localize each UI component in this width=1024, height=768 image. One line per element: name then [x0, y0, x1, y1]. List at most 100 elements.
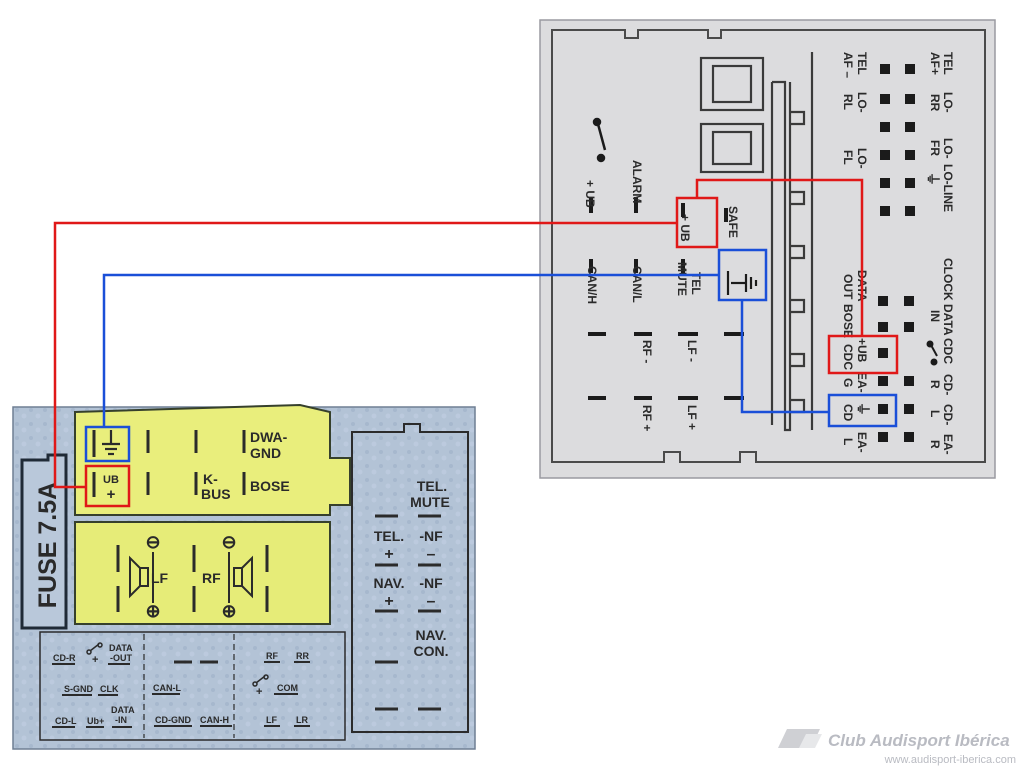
ub-label: + UB — [583, 180, 597, 208]
cd-ground-label-2: CD — [841, 404, 855, 422]
k-label: K- — [203, 471, 218, 487]
ea-r-label-1: EA- — [941, 434, 955, 455]
positive-wire-right — [695, 178, 864, 336]
lo-fl-label-2: FL — [841, 150, 855, 165]
ea-l-label-1: EA- — [855, 432, 869, 453]
tel-mute-label-1: TEL — [689, 272, 703, 295]
ground-icon — [102, 430, 120, 456]
cdc-label: CDC — [941, 338, 955, 364]
data-out-label-1: DATA — [109, 643, 133, 653]
cd-l-label-2: L — [928, 410, 942, 417]
data-in-label-1: DATA — [941, 304, 955, 336]
lf-plus-label: LF + — [685, 405, 699, 430]
speaker-block-pins — [116, 545, 269, 612]
watermark: Club Audisport Ibérica www.audisport-ibe… — [778, 729, 1016, 766]
switch-icon — [86, 642, 269, 687]
left-ground-highlight-box — [84, 425, 131, 463]
nf2-minus: – — [427, 593, 436, 610]
ea-l-label-2: L — [841, 438, 855, 445]
bottom-pin-block — [39, 631, 346, 741]
right-speaker-icon — [228, 552, 253, 603]
ea-g-label-1: EA- — [855, 372, 869, 393]
rf-speaker-label: RF — [202, 570, 221, 586]
lf-minus-label: LF - — [685, 340, 699, 362]
bus-label: BUS — [201, 486, 231, 502]
right-cd-ground-highlight-box — [827, 393, 898, 428]
club-logo-icon — [778, 729, 822, 748]
nav-con-label-2: CON. — [414, 643, 449, 659]
cd-l-label-1: CD- — [941, 404, 955, 425]
middle-pin-bars — [588, 197, 744, 400]
ub-cdc-label-2: CDC — [841, 344, 855, 370]
lo-fl-label-1: LO- — [855, 148, 869, 169]
s-gnd-label: S-GND — [64, 684, 94, 694]
dwa-label: DWA- — [250, 429, 288, 445]
ea-r-label-2: R — [928, 440, 942, 449]
can-l-label: CAN-L — [153, 683, 181, 693]
lo-line-label: LO-LINE — [941, 164, 955, 212]
cd-r-label-1: CD- — [941, 374, 955, 395]
ground-wire-left — [102, 273, 719, 427]
rf-small-label: RF — [266, 651, 278, 661]
left-connector: FUSE 7.5A UB + K- BUS DWA- GND BOSE — [12, 403, 476, 750]
data-in-label-2: IN — [928, 310, 942, 322]
tel-plus-label: TEL. — [374, 528, 404, 544]
tel-mute-label-2: MUTE — [675, 262, 689, 296]
data-in-label-1: DATA — [111, 705, 135, 715]
lo-fr-label-1: LO- — [941, 138, 955, 159]
ub-top-label: UB — [103, 474, 119, 486]
right-column-pins — [375, 514, 441, 711]
data-out-label-2: -OUT — [110, 653, 132, 663]
wires — [53, 178, 864, 489]
bose-label: BOSE — [250, 478, 290, 494]
safe-label: SAFE — [726, 206, 740, 238]
top-pin-block — [74, 403, 351, 516]
bottom-block-pins — [52, 660, 310, 728]
right-connector: + UB ALARM + UB SAFE CAN/H CAN/L TEL MUT… — [539, 19, 996, 479]
can-l-label: CAN/L — [630, 266, 644, 303]
lo-ground-label: ⏚ — [925, 172, 941, 186]
right-column-section — [351, 423, 469, 733]
lf-plus-icon: ⊕ — [145, 601, 160, 621]
switch-plus-label-2: + — [256, 686, 262, 698]
ub-plus-small-label: Ub+ — [87, 716, 104, 726]
lo-rr-label-2: RR — [928, 94, 942, 112]
bose-right-label: BOSE — [841, 304, 855, 338]
tel-mute-label-2: MUTE — [410, 494, 450, 510]
data-out-label-2: OUT — [841, 274, 855, 300]
ignition-switch-icon — [592, 117, 607, 163]
fuse-housing — [20, 453, 68, 630]
tel-af-plus-label-2: AF+ — [928, 52, 942, 75]
rf-minus-label: RF - — [640, 340, 654, 363]
can-h-label: CAN/H — [585, 266, 599, 304]
nav-plus-label: NAV. — [373, 575, 404, 591]
rf-minus-icon: ⊖ — [221, 532, 236, 552]
cdc-switch-icon — [926, 340, 938, 366]
cd-r-label: CD-R — [53, 653, 76, 663]
tel-af-minus-label-1: TEL — [855, 52, 869, 75]
top-block-pins — [92, 430, 246, 497]
lf-small-label: LF — [266, 715, 277, 725]
nf1-label: -NF — [419, 528, 443, 544]
cd-ground-label-1: ⏚ — [855, 402, 871, 416]
left-speaker-icon — [129, 552, 154, 603]
lower-pin-grid — [878, 296, 914, 442]
right-connector-plate — [539, 19, 996, 479]
clock-label: CLOCK — [941, 258, 955, 301]
switch-plus-label: + — [92, 654, 98, 666]
cd-gnd-label: CD-GND — [155, 715, 191, 725]
right-shell-details — [699, 52, 814, 432]
cd-r-label-2: R — [928, 380, 942, 389]
gnd-label: GND — [250, 445, 281, 461]
watermark-url: www.audisport-iberica.com — [884, 754, 1016, 766]
watermark-name: Club Audisport Ibérica — [828, 731, 1010, 750]
alarm-label: ALARM — [630, 160, 644, 203]
lo-rl-label-2: RL — [841, 94, 855, 110]
tel-af-plus-label-1: TEL — [941, 52, 955, 75]
tel-af-minus-label-2: AF – — [841, 52, 855, 78]
speaker-pin-block — [74, 521, 331, 625]
nf1-minus: – — [427, 546, 436, 563]
rr-small-label: RR — [296, 651, 309, 661]
safe-ground-icon — [726, 271, 758, 295]
